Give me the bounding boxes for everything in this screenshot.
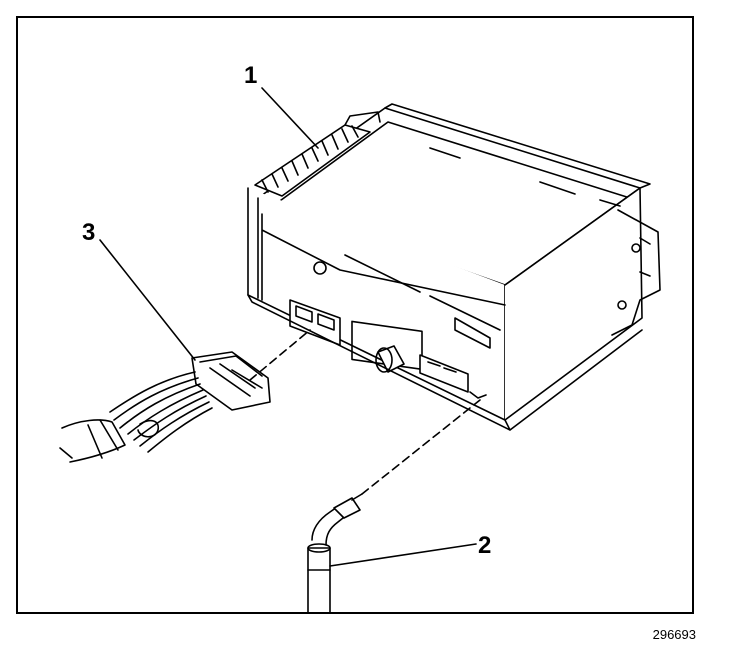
- callout-2-label: 2: [478, 532, 492, 559]
- radio-unit: [247, 103, 661, 431]
- leader-lines: [99, 87, 477, 567]
- callout-1-label: 1: [244, 62, 258, 89]
- antenna-cable: [307, 493, 363, 613]
- wiring-harness-connector: [59, 351, 271, 463]
- figure-number: 296693: [652, 627, 696, 642]
- diagram-frame: [16, 16, 694, 614]
- installation-path-lines: [249, 329, 481, 495]
- callout-3-label: 3: [82, 219, 96, 246]
